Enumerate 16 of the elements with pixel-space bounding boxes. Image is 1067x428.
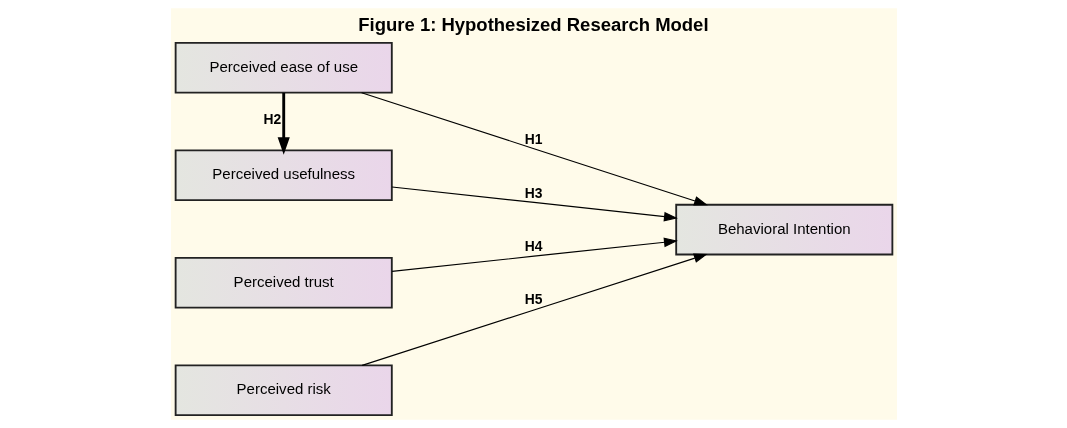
node-box: Perceived trust: [174, 257, 393, 309]
edge-label: H3: [524, 184, 542, 201]
arrow: [360, 92, 708, 206]
node-box: Perceived usefulness: [174, 149, 393, 202]
node-box: Perceived risk: [174, 364, 393, 417]
arrow: [361, 253, 708, 366]
arrow: [391, 186, 678, 222]
edge-label: H1: [524, 130, 542, 147]
arrow: [391, 237, 678, 272]
node-box: Behavioral Intention: [674, 203, 893, 256]
edge-label: H4: [524, 238, 542, 255]
edge-label: H5: [524, 291, 542, 308]
node-box: Perceived ease of use: [174, 41, 393, 94]
arrow: [277, 92, 290, 155]
edge-label: H2: [262, 110, 281, 127]
diagram-title: Figure 1: Hypothesized Research Model: [357, 14, 709, 36]
